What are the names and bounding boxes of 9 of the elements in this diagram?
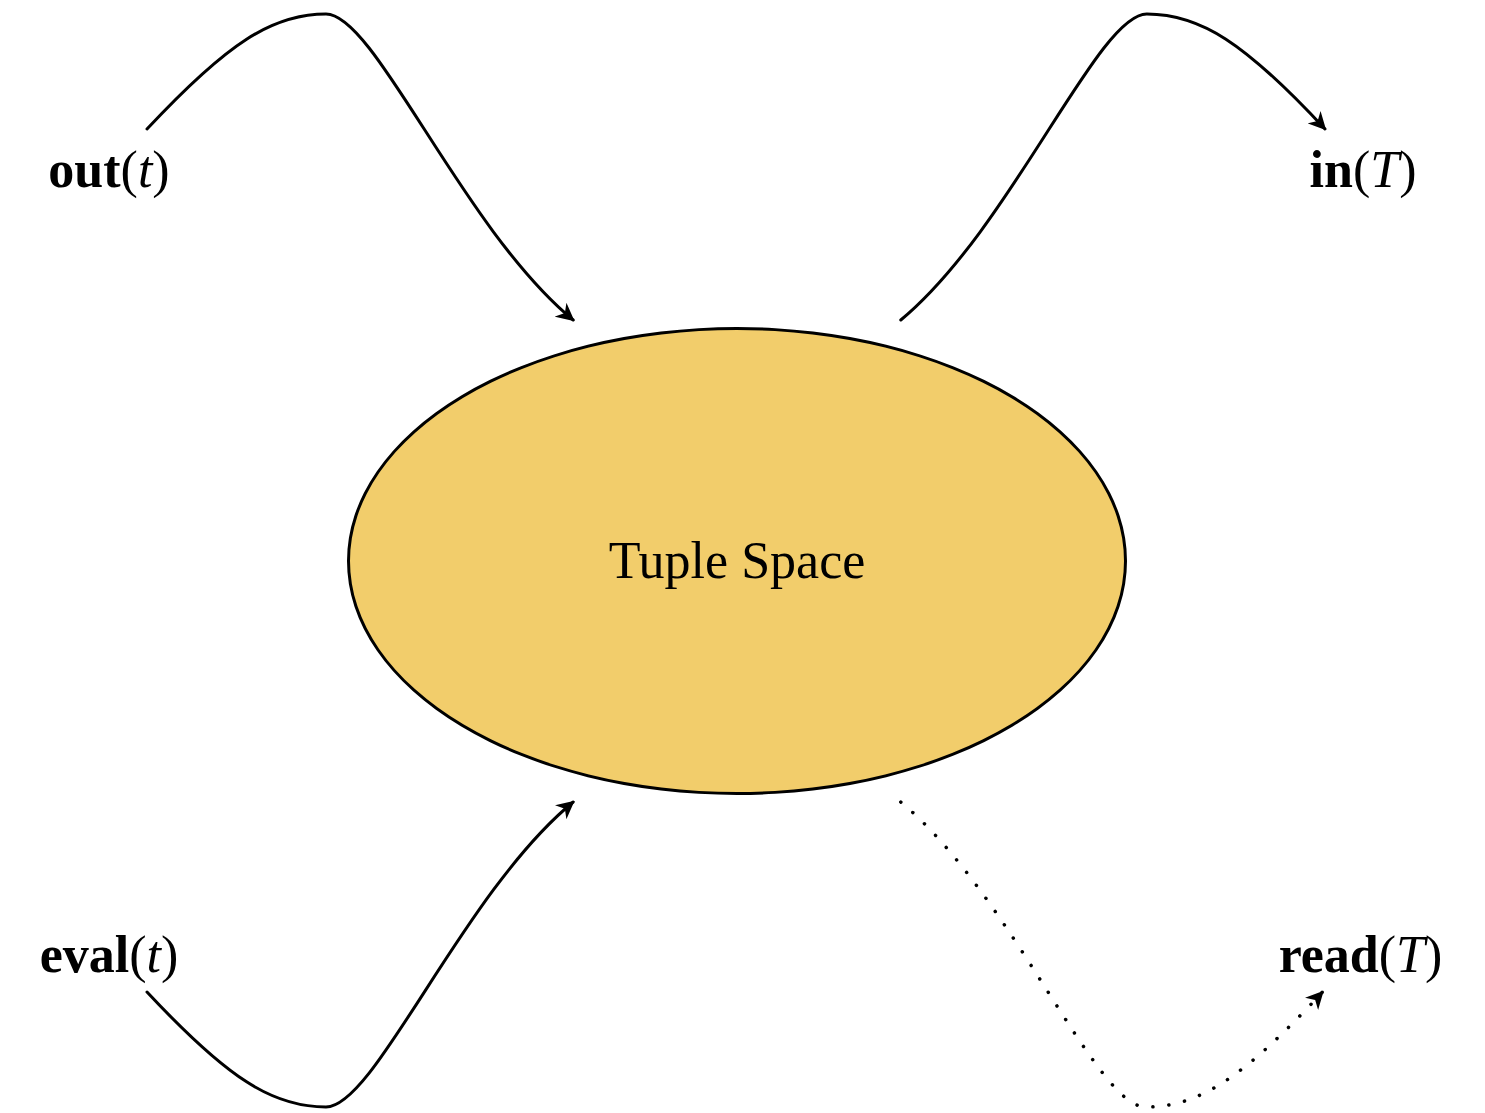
arrow (899, 800, 1325, 1109)
operation-label: out(t) (48, 144, 170, 196)
operation-label: eval(t) (39, 929, 179, 981)
arrow (899, 12, 1327, 322)
operation-label: in(T) (1309, 144, 1417, 196)
operation-label: read(T) (1278, 929, 1443, 981)
arrow (145, 800, 575, 1109)
node-label: Tuple Space (608, 535, 866, 587)
arrow (145, 12, 575, 322)
